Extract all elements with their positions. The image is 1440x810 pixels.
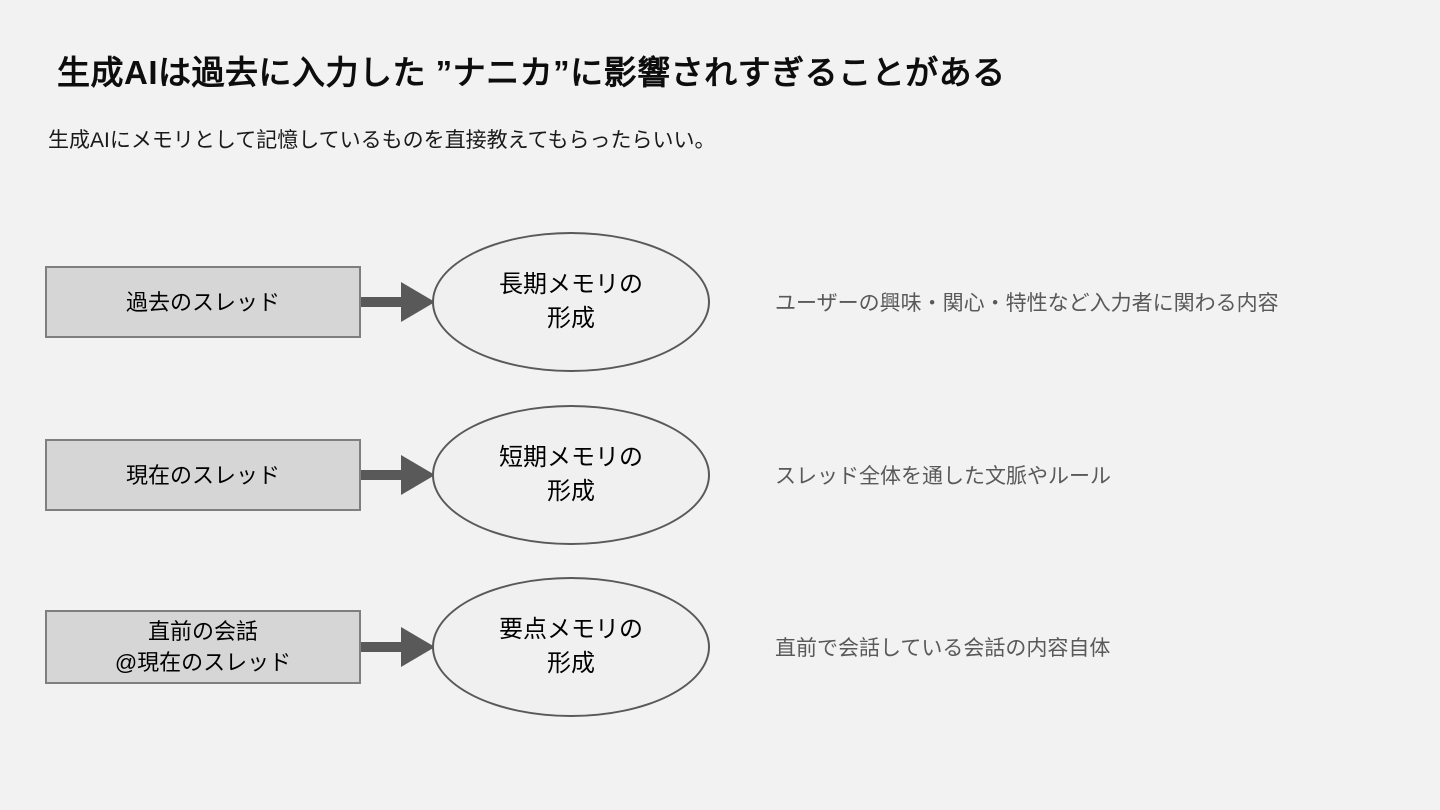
memory-ellipse-label: 短期メモリの [499,444,643,471]
source-box: 現在のスレッド [45,439,361,511]
source-box-label: 直前の会話 [147,619,258,644]
arrow-right-icon [361,282,435,322]
arrow-head [401,282,435,322]
memory-ellipse: 要点メモリの 形成 [432,577,710,717]
memory-ellipse-label: 要点メモリの [499,616,643,643]
arrow-shaft [361,642,407,652]
row-description: ユーザーの興味・関心・特性など入力者に関わる内容 [775,292,1279,315]
source-box: 直前の会話 @現在のスレッド [45,610,361,684]
row-recent-conversation: 直前の会話 @現在のスレッド 要点メモリの 形成 直前で会話している会話の内容自… [0,577,1440,717]
row-current-thread: 現在のスレッド 短期メモリの 形成 スレッド全体を通した文脈やルール [0,405,1440,545]
source-box-label: @現在のスレッド [114,650,292,675]
memory-ellipse-label: 長期メモリの [499,271,643,298]
slide-subtitle: 生成AIにメモリとして記憶しているものを直接教えてもらったらいい。 [48,129,716,152]
row-description: 直前で会話している会話の内容自体 [775,637,1111,660]
row-description: スレッド全体を通した文脈やルール [775,465,1111,488]
source-box-label: 現在のスレッド [125,462,280,488]
memory-ellipse-label: 形成 [547,650,595,677]
arrow-right-icon [361,627,435,667]
arrow-head [401,627,435,667]
memory-ellipse-label: 形成 [547,305,595,332]
memory-ellipse: 長期メモリの 形成 [432,232,710,372]
source-box-label: 過去のスレッド [125,289,280,315]
row-past-thread: 過去のスレッド 長期メモリの 形成 ユーザーの興味・関心・特性など入力者に関わる… [0,232,1440,372]
source-box: 過去のスレッド [45,266,361,338]
arrow-shaft [361,470,407,480]
memory-ellipse-label: 形成 [547,478,595,505]
arrow-head [401,455,435,495]
arrow-right-icon [361,455,435,495]
arrow-shaft [361,297,407,307]
memory-ellipse: 短期メモリの 形成 [432,405,710,545]
slide-title: 生成AIは過去に入力した ”ナニカ”に影響されすぎることがある [57,54,1006,91]
